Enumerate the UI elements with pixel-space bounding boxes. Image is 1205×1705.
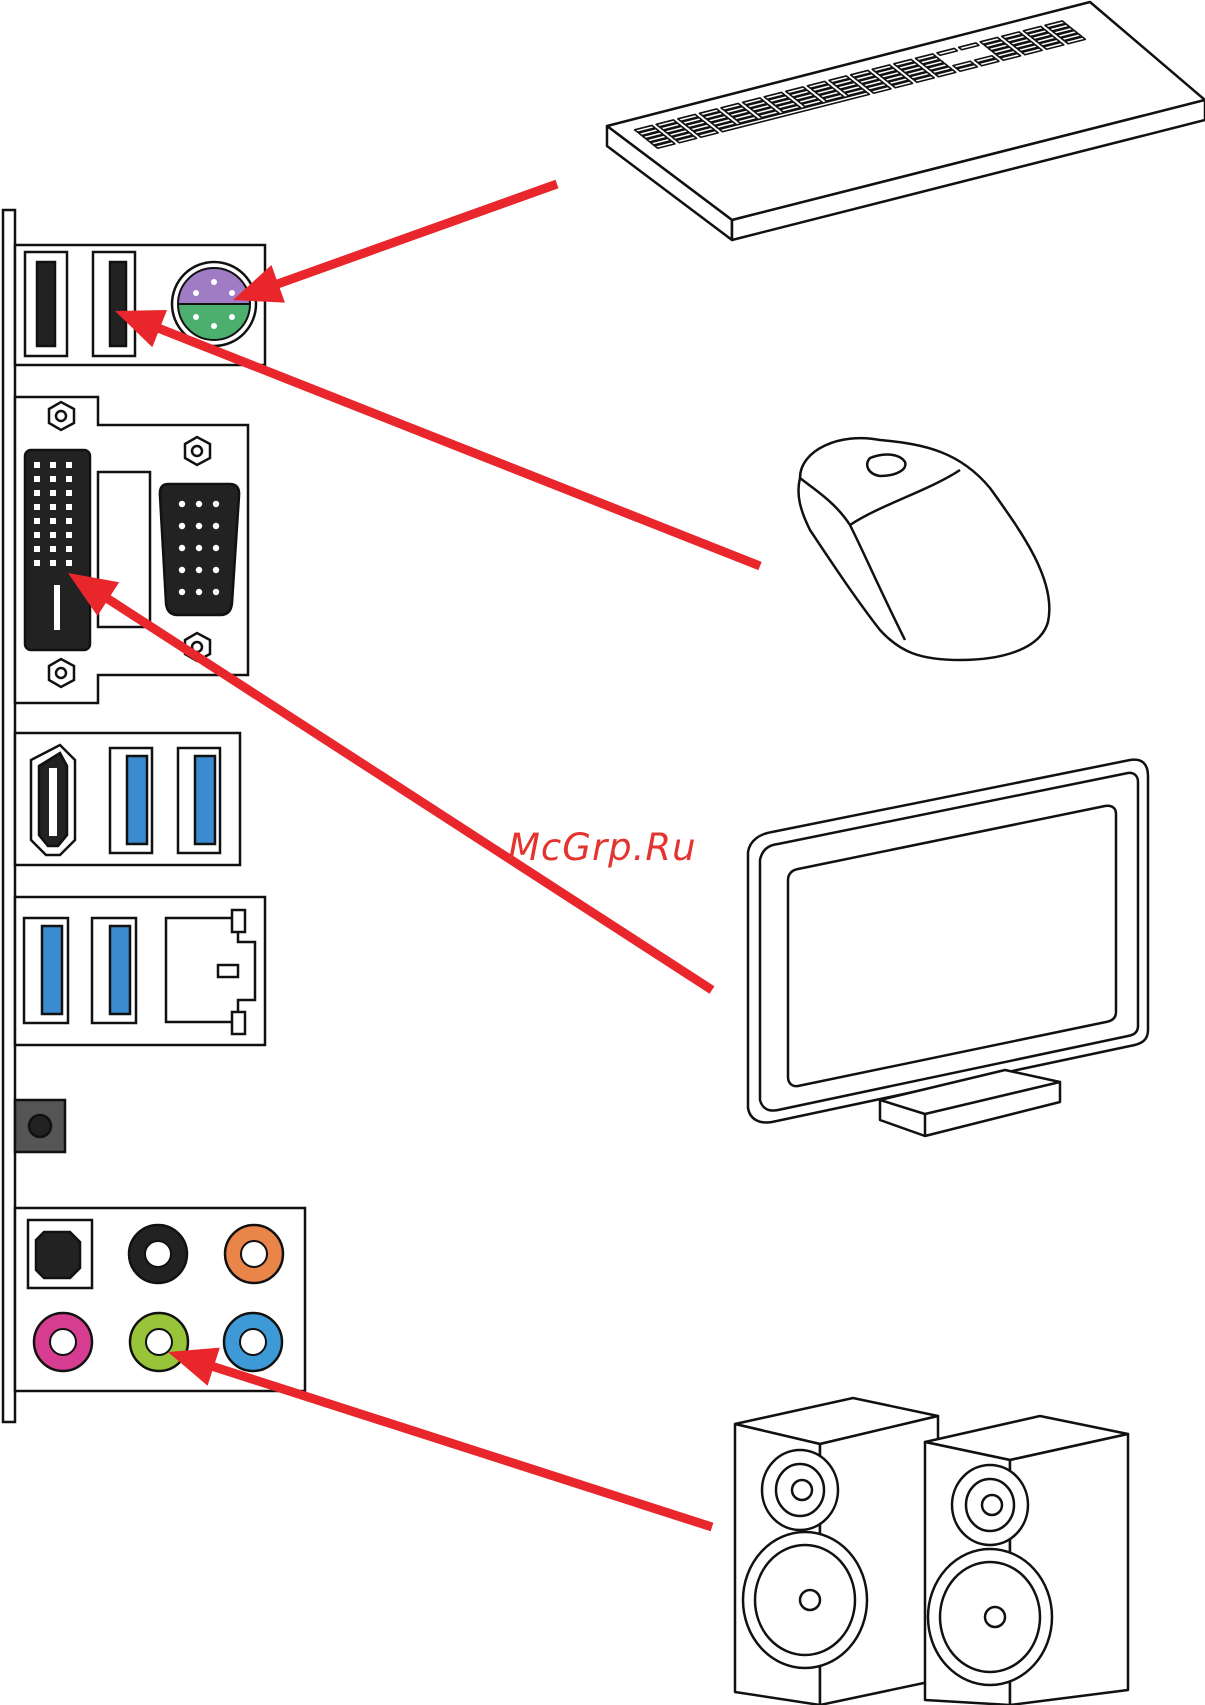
usb3-port-3 — [24, 918, 68, 1023]
clear-cmos-button — [15, 1100, 65, 1152]
audio-jack-orange — [225, 1225, 283, 1283]
arrow-keyboard-to-ps2 — [233, 184, 557, 303]
hdmi-usb3-block — [15, 733, 240, 865]
mouse-wheel — [867, 455, 905, 476]
mouse-body — [798, 438, 1049, 660]
keyboard — [607, 2, 1205, 240]
dvi-port — [25, 450, 90, 650]
usb2-ps2-block — [15, 245, 265, 365]
optical-spdif-port — [28, 1220, 92, 1288]
speakers — [735, 1398, 1128, 1705]
usb-port-1-tongue — [37, 262, 55, 346]
lan-port — [166, 910, 255, 1034]
usb-port-2-tongue — [110, 262, 126, 346]
line-out-jack — [130, 1313, 188, 1371]
vga-port — [160, 484, 239, 615]
usb3-lan-block — [15, 897, 265, 1045]
audio-jack-pink — [34, 1313, 92, 1371]
hdmi-port — [31, 745, 75, 855]
watermark-text: McGrp.Ru — [508, 826, 697, 869]
monitor — [748, 760, 1148, 1136]
usb3-port-4 — [92, 918, 136, 1023]
dvi-hdmi-gap — [98, 472, 150, 627]
mouse — [798, 438, 1049, 660]
audio-block — [15, 1208, 305, 1391]
speaker-right — [925, 1416, 1128, 1705]
speaker-left — [735, 1398, 938, 1705]
ps2-port — [172, 262, 256, 346]
audio-jack-blue — [224, 1313, 282, 1371]
arrow-speakers-to-line-out — [168, 1348, 712, 1527]
io-panel — [3, 210, 305, 1422]
dvi-vga-block — [15, 397, 248, 703]
audio-jack-black — [129, 1225, 187, 1283]
usb3-port-2 — [178, 748, 220, 853]
usb3-port-1 — [110, 748, 152, 853]
io-panel-edge — [3, 210, 15, 1422]
